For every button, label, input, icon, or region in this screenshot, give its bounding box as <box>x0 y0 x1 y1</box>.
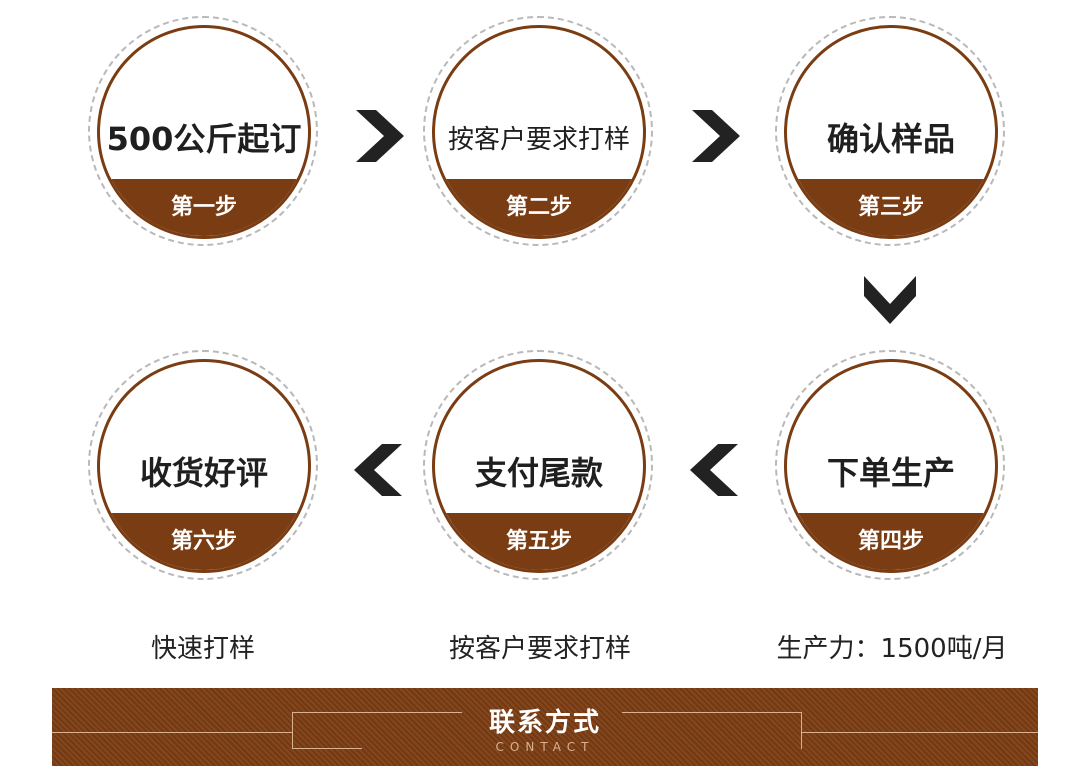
contact-line-left-vertical <box>292 712 293 749</box>
step-5-title: 支付尾款 <box>474 454 603 492</box>
step-5-circle: 支付尾款 第五步 <box>432 359 646 573</box>
chevron-down-icon <box>864 276 916 324</box>
step-6-title: 收货好评 <box>139 454 268 492</box>
step-2-title: 按客户要求打样 <box>447 125 630 155</box>
contact-subtitle: CONTACT <box>495 740 595 754</box>
step-3-dashed-ring <box>775 16 1005 246</box>
step-4-title: 下单生产 <box>826 454 955 492</box>
step-1-title: 500公斤起订 <box>106 120 302 158</box>
step-6-circle: 收货好评 第六步 <box>97 359 311 573</box>
step-5-dashed-ring <box>423 350 653 580</box>
step-2-label: 第二步 <box>505 195 572 220</box>
step-2-circle: 按客户要求打样 第二步 <box>432 25 646 239</box>
step-4-label: 第四步 <box>857 529 924 554</box>
step-4-dashed-ring <box>775 350 1005 580</box>
contact-line-right-vertical <box>801 712 802 749</box>
contact-line-right <box>622 712 802 713</box>
step-4: 下单生产 第四步 <box>775 350 1005 580</box>
step-2: 按客户要求打样 第二步 <box>423 16 653 246</box>
step-5-band: 第五步 <box>435 513 643 570</box>
contact-line-left-bottom <box>292 748 362 749</box>
step-1-circle: 500公斤起订 第一步 <box>97 25 311 239</box>
caption-custom-sample: 按客户要求打样 <box>448 634 631 664</box>
chevron-left-icon <box>690 444 738 496</box>
step-5-label: 第五步 <box>505 529 572 554</box>
step-3-title: 确认样品 <box>826 120 955 158</box>
chevron-left-icon <box>354 444 402 496</box>
step-6-label: 第六步 <box>170 529 237 554</box>
step-1: 500公斤起订 第一步 <box>88 16 318 246</box>
step-3: 确认样品 第三步 <box>775 16 1005 246</box>
caption-capacity: 生产力：1500吨/月 <box>776 634 1008 664</box>
step-2-dashed-ring <box>423 16 653 246</box>
step-3-label: 第三步 <box>857 195 924 220</box>
step-5: 支付尾款 第五步 <box>423 350 653 580</box>
step-1-label: 第一步 <box>170 195 237 220</box>
step-6-band: 第六步 <box>100 513 308 570</box>
chevron-right-icon <box>356 110 404 162</box>
contact-title: 联系方式 <box>488 708 601 738</box>
contact-line-right-bottom <box>802 732 1038 733</box>
contact-banner: 联系方式 CONTACT <box>52 688 1038 766</box>
contact-line-far-left <box>52 732 292 733</box>
step-3-circle: 确认样品 第三步 <box>784 25 998 239</box>
step-3-band: 第三步 <box>787 179 995 236</box>
step-4-circle: 下单生产 第四步 <box>784 359 998 573</box>
caption-fast-sample: 快速打样 <box>150 634 255 664</box>
chevron-right-icon <box>692 110 740 162</box>
step-6: 收货好评 第六步 <box>88 350 318 580</box>
step-4-band: 第四步 <box>787 513 995 570</box>
contact-line-left <box>292 712 462 713</box>
step-6-dashed-ring <box>88 350 318 580</box>
step-2-band: 第二步 <box>435 179 643 236</box>
step-1-band: 第一步 <box>100 179 308 236</box>
step-1-dashed-ring <box>88 16 318 246</box>
